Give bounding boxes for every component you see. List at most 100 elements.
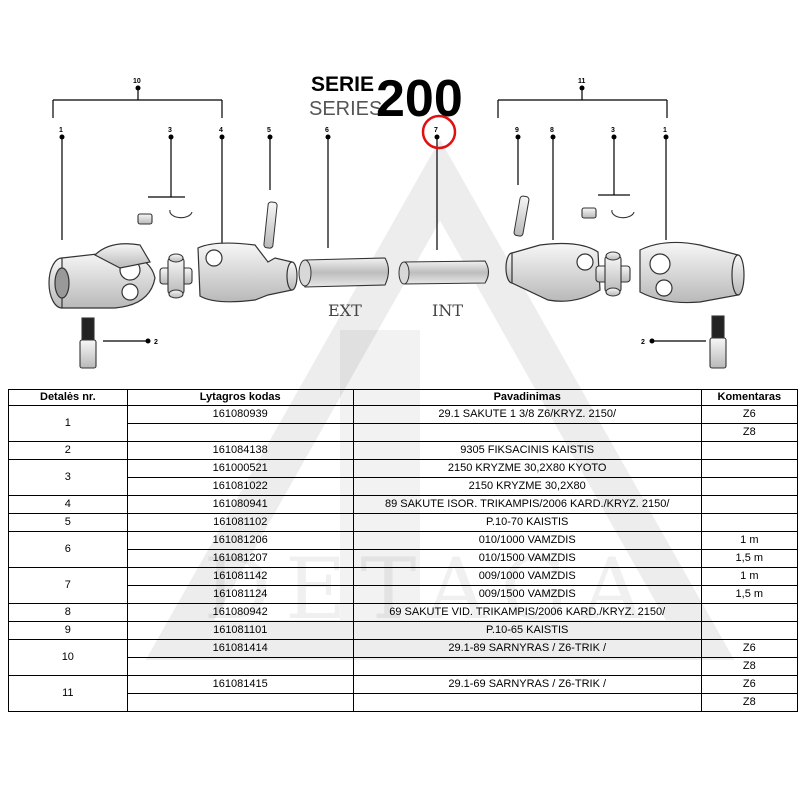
comment	[700, 459, 799, 478]
comment: 1,5 m	[700, 549, 799, 568]
comment: Z6	[700, 405, 799, 424]
name: 2150 KRYZME 30,2X80 KYOTO	[352, 459, 702, 478]
callout-10: 10	[133, 78, 141, 85]
table-row: 8 161080942 69 SAKUTE VID. TRIKAMPIS/200…	[8, 603, 799, 622]
table-row: 161081124 009/1500 VAMZDIS 1,5 m	[9, 585, 799, 604]
left-yoke-part	[48, 243, 156, 309]
ext-label: EXT	[328, 301, 362, 320]
int-label: INT	[432, 301, 463, 320]
callout-2-right: 2	[641, 339, 645, 346]
parts-table: Detalės nr. Lytagros kodas Pavadinimas K…	[8, 389, 799, 712]
table-row: 6 161081206 010/1000 VAMZDIS 1 m	[8, 531, 799, 568]
series-label: SERIES	[309, 98, 382, 120]
table-row: 10 161081414 29.1-89 SARNYRAS / Z6-TRIK …	[8, 639, 799, 676]
name: P.10-65 KAISTIS	[352, 621, 702, 640]
callout-3-right: 3	[611, 127, 615, 134]
code: 161081415	[126, 675, 354, 694]
code: 161080939	[126, 405, 354, 424]
callout-9: 9	[515, 127, 519, 134]
code: 161081102	[126, 513, 354, 532]
left-grease-nipple	[137, 213, 153, 225]
code	[126, 657, 354, 676]
header-detail-nr: Detalės nr.	[8, 389, 128, 406]
callout-2-left: 2	[154, 339, 158, 346]
comment: 1 m	[700, 531, 799, 550]
comment	[700, 603, 799, 622]
right-inner-yoke-part	[505, 242, 601, 302]
table-row: 1 161080939 29.1 SAKUTE 1 3/8 Z6/KRYZ. 2…	[8, 405, 799, 442]
detail-nr: 5	[8, 513, 128, 532]
right-cross-part	[595, 251, 631, 297]
code: 161081206	[126, 531, 354, 550]
callout-1-right: 1	[663, 127, 667, 134]
code: 161081414	[126, 639, 354, 658]
callout-3-left: 3	[168, 127, 172, 134]
table-row: 11 161081415 29.1-69 SARNYRAS / Z6-TRIK …	[8, 675, 799, 712]
detail-nr: 9	[8, 621, 128, 640]
callout-4: 4	[219, 127, 223, 134]
detail-nr: 6	[8, 531, 128, 568]
left-pin-part	[263, 201, 278, 249]
comment: Z6	[700, 639, 799, 658]
name: 29.1 SAKUTE 1 3/8 Z6/KRYZ. 2150/	[352, 405, 702, 424]
detail-nr: 1	[8, 405, 128, 442]
code: 161081142	[126, 567, 354, 586]
code	[126, 693, 354, 712]
table-row: 4 161080941 89 SAKUTE ISOR. TRIKAMPIS/20…	[8, 495, 799, 514]
comment	[700, 477, 799, 496]
right-grease-nipple	[581, 207, 597, 219]
comment: Z8	[700, 423, 799, 442]
name: 010/1000 VAMZDIS	[352, 531, 702, 550]
name	[352, 657, 702, 676]
code: 161084138	[126, 441, 354, 460]
detail-nr: 7	[8, 567, 128, 604]
code: 161081124	[126, 585, 354, 604]
comment: Z8	[700, 693, 799, 712]
detail-nr: 10	[8, 639, 128, 676]
table-row: Z8	[9, 693, 799, 712]
code: 161081207	[126, 549, 354, 568]
header-comment: Komentaras	[700, 389, 799, 406]
callout-6: 6	[325, 127, 329, 134]
ext-tube-part	[298, 257, 390, 288]
right-circlip	[611, 209, 635, 219]
left-inner-yoke-part	[197, 242, 298, 303]
name: 009/1000 VAMZDIS	[352, 567, 702, 586]
comment	[700, 495, 799, 514]
table-row: 2 161084138 9305 FIKSACINIS KAISTIS	[8, 441, 799, 460]
name	[352, 693, 702, 712]
name: P.10-70 KAISTIS	[352, 513, 702, 532]
table-row: Z8	[9, 657, 799, 676]
comment: Z6	[700, 675, 799, 694]
name: 29.1-89 SARNYRAS / Z6-TRIK /	[352, 639, 702, 658]
table-row: Z8	[9, 423, 799, 442]
left-fixing-pin-part	[79, 317, 97, 369]
int-tube-part	[398, 260, 490, 285]
exploded-diagram: SERIE SERIES 200	[48, 70, 745, 369]
name: 2150 KRYZME 30,2X80	[352, 477, 702, 496]
name: 010/1500 VAMZDIS	[352, 549, 702, 568]
callout-8: 8	[550, 127, 554, 134]
detail-nr: 8	[8, 603, 128, 622]
comment: Z8	[700, 657, 799, 676]
callout-5: 5	[267, 127, 271, 134]
highlight-circle	[421, 114, 457, 150]
callout-1-left: 1	[59, 127, 63, 134]
name: 69 SAKUTE VID. TRIKAMPIS/2006 KARD./KRYZ…	[352, 603, 702, 622]
comment	[700, 441, 799, 460]
table-row: 161081022 2150 KRYZME 30,2X80	[9, 477, 799, 496]
comment	[700, 513, 799, 532]
comment: 1,5 m	[700, 585, 799, 604]
name: 9305 FIKSACINIS KAISTIS	[352, 441, 702, 460]
callout-7: 7	[434, 127, 438, 134]
table-row: 3 161000521 2150 KRYZME 30,2X80 KYOTO	[8, 459, 799, 496]
callout-11: 11	[578, 78, 586, 85]
left-circlip	[169, 209, 193, 219]
detail-nr: 4	[8, 495, 128, 514]
left-cross-part	[159, 253, 193, 299]
serie-label: SERIE	[311, 73, 374, 96]
table-row: 161081207 010/1500 VAMZDIS 1,5 m	[9, 549, 799, 568]
header-name: Pavadinimas	[352, 389, 702, 406]
code: 161080941	[126, 495, 354, 514]
comment	[700, 621, 799, 640]
